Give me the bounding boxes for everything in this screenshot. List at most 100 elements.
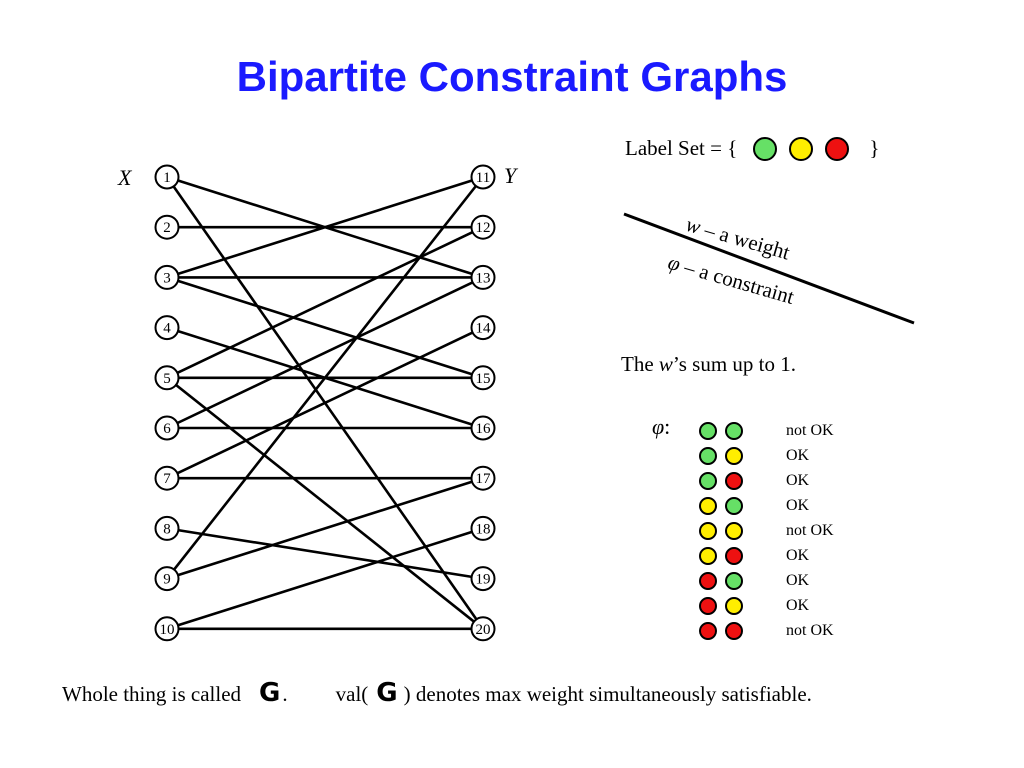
edge-5-20 [166,376,484,630]
bottom-caption: Whole thing is called G . val( G ) denot… [62,678,812,708]
green-dot [725,421,743,440]
node-10 [154,616,180,642]
slide-title: Bipartite Constraint Graphs [236,53,788,100]
red-dot [725,621,743,640]
constraint-result: OK [786,571,810,589]
constraint-result: not OK [786,621,834,639]
label-yellow-dot [789,136,814,161]
edge-3-15 [166,276,484,380]
constraint-row: not OK [699,418,834,443]
node-label-16: 16 [476,421,492,437]
x-set-label: X [117,165,133,190]
sum-symbol: w [658,352,673,376]
edges-layer [165,175,485,631]
constraint-result: OK [786,496,810,514]
constraint-row: not OK [699,618,834,643]
node-label-20: 20 [476,622,491,638]
node-3 [154,264,180,290]
constraint-row: OK [699,493,834,518]
yellow-dot [699,546,717,565]
edge-7-14 [166,326,484,480]
node-15 [470,365,496,391]
node-5 [154,365,180,391]
node-label-7: 7 [163,471,171,487]
phi-colon: : [664,414,671,439]
node-label-19: 19 [476,572,491,588]
yellow-dot [725,521,743,540]
label-red-dot [825,136,850,161]
node-13 [470,264,496,290]
label-green-dot [753,136,778,161]
green-dot [725,496,743,515]
edge-6-13 [166,276,484,430]
red-dot [699,596,717,615]
node-17 [470,465,496,491]
node-label-9: 9 [163,572,171,588]
green-dot [699,471,717,490]
yellow-dot [699,496,717,515]
green-dot [699,446,717,465]
caption-part3: val( [335,682,369,706]
constraint-result: not OK [786,421,834,439]
node-14 [470,315,496,341]
node-20 [470,616,496,642]
phi-label: φ: [652,414,670,440]
g-symbol: G [259,678,281,708]
legend-divider-line [623,212,915,325]
node-18 [470,515,496,541]
caption-part2: . [282,682,288,706]
yellow-dot [725,446,743,465]
label-set-suffix: } [869,136,880,160]
constraint-row: OK [699,593,834,618]
red-dot [725,471,743,490]
node-7 [154,465,180,491]
caption-part1: Whole thing is called [62,682,242,706]
constraint-result: not OK [786,521,834,539]
node-label-15: 15 [476,371,491,387]
edge-9-11 [165,176,485,580]
red-dot [725,546,743,565]
node-label-10: 10 [160,622,175,638]
constraint-row: OK [699,568,834,593]
red-dot [699,621,717,640]
yellow-dot [725,596,743,615]
sum-suffix: ’s sum up to 1. [672,352,797,376]
node-label-3: 3 [163,270,171,286]
node-12 [470,214,496,240]
constraint-result: OK [786,446,810,464]
phi-symbol: φ [652,414,665,439]
node-label-1: 1 [163,170,171,186]
node-label-13: 13 [476,270,491,286]
node-1 [154,164,180,190]
green-dot [725,571,743,590]
node-label-12: 12 [476,220,491,236]
node-label-6: 6 [163,421,171,437]
constraint-result: OK [786,546,810,564]
y-set-label: Y [504,163,519,188]
node-16 [470,415,496,441]
node-9 [154,566,180,592]
node-label-8: 8 [163,521,171,537]
edge-3-11 [166,175,484,279]
edge-5-12 [166,226,484,379]
constraint-row: not OK [699,518,834,543]
node-label-14: 14 [476,321,492,337]
node-label-17: 17 [476,471,492,487]
caption-part4: ) denotes max weight simultaneously sati… [403,682,812,706]
constraint-row: OK [699,443,834,468]
g-symbol-2: G [376,678,398,708]
node-label-4: 4 [163,321,171,337]
node-4 [154,315,180,341]
node-label-5: 5 [163,371,171,387]
sum-note: The w’s sum up to 1. [621,352,796,377]
edge-8-19 [166,527,484,580]
node-6 [154,415,180,441]
green-dot [699,421,717,440]
constraint-row: OK [699,543,834,568]
node-11 [470,164,496,190]
node-2 [154,214,180,240]
edge-10-18 [166,527,484,631]
